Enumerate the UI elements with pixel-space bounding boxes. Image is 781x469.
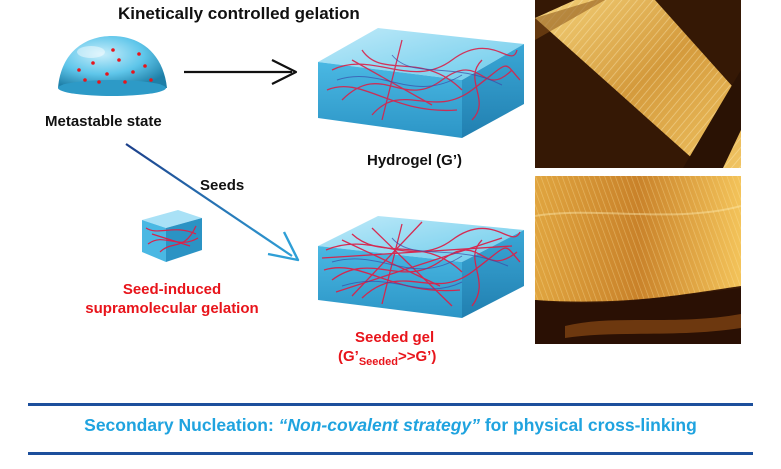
footer-part2: “Non-covalent strategy” xyxy=(278,415,480,435)
seed-cube xyxy=(142,210,202,262)
seeded-gel-formula: (G’Seeded>>G’) xyxy=(338,348,436,368)
droplet-illustration xyxy=(58,36,167,96)
seed-induced-line2: supramolecular gelation xyxy=(85,300,259,317)
seed-induced-line1: Seed-induced xyxy=(122,281,222,298)
metastable-label: Metastable state xyxy=(45,113,162,130)
footer-part3: for physical cross-linking xyxy=(479,415,697,435)
hydrogel-label: Hydrogel (G’) xyxy=(367,152,463,169)
footer-rule-bottom xyxy=(28,452,753,455)
footer-part1: Secondary Nucleation: xyxy=(84,415,279,435)
formula-suffix: >>G’) xyxy=(397,348,437,365)
seeds-label: Seeds xyxy=(200,177,245,194)
microscopy-image-bottom xyxy=(535,176,741,344)
footer-caption: Secondary Nucleation: “Non-covalent stra… xyxy=(0,415,781,436)
hydrogel-slab xyxy=(318,28,524,138)
seeded-gel-label: Seeded gel xyxy=(355,329,435,346)
footer-rule-top xyxy=(28,403,753,406)
microscopy-image-top xyxy=(535,0,741,168)
seeds-arrow xyxy=(125,143,300,262)
formula-subscript: Seeded xyxy=(358,356,398,368)
kinetic-gelation-label: Kinetically controlled gelation xyxy=(118,4,360,23)
formula-prefix: (G’ xyxy=(338,348,359,365)
arrow-to-hydrogel xyxy=(184,59,298,85)
seeded-gel-slab xyxy=(318,216,524,318)
